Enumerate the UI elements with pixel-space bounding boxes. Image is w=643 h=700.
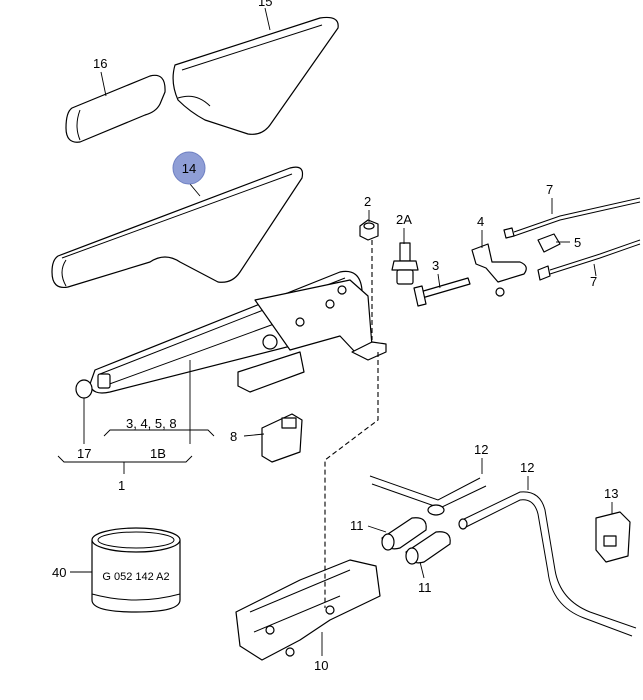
part-13-clip xyxy=(595,511,631,563)
part-16-grip xyxy=(65,74,166,143)
part-4-bracket xyxy=(471,243,527,297)
callout-40: 40 xyxy=(52,565,66,580)
callout-12-upper: 12 xyxy=(474,442,488,457)
part-7-lower-cable xyxy=(537,239,641,281)
callout-7-lower: 7 xyxy=(590,274,597,289)
leader-lines xyxy=(57,7,613,656)
callout-11-lower: 11 xyxy=(418,580,432,595)
callout-4: 4 xyxy=(477,214,484,229)
part-5-adjuster xyxy=(537,233,561,253)
callout-10: 10 xyxy=(314,658,328,673)
part-8-clip xyxy=(261,413,303,463)
callout-3-4-5-8: 3, 4, 5, 8 xyxy=(126,416,177,431)
callout-1b: 1B xyxy=(150,446,166,461)
part-11-buffer-lower xyxy=(405,531,451,565)
callout-15: 15 xyxy=(258,0,272,9)
callout-7-upper: 7 xyxy=(546,182,553,197)
part-3-bolt xyxy=(413,277,471,307)
callout-1: 1 xyxy=(118,478,125,493)
part-40-sleeve: G 052 142 A2 xyxy=(91,527,181,613)
callout-8: 8 xyxy=(230,429,237,444)
lever-assembly xyxy=(75,270,387,399)
part-14-handle xyxy=(51,166,304,289)
callout-3: 3 xyxy=(432,258,439,273)
callout-13: 13 xyxy=(604,486,618,501)
callout-2: 2 xyxy=(364,194,371,209)
callout-17: 17 xyxy=(77,446,91,461)
callout-2a: 2A xyxy=(396,212,412,227)
part-11-buffer-upper xyxy=(381,517,427,551)
callout-12-lower: 12 xyxy=(520,460,534,475)
part-2-nut xyxy=(359,219,379,241)
part-12-lower-rod xyxy=(458,491,637,637)
callout-16: 16 xyxy=(93,56,107,71)
callout-5: 5 xyxy=(574,235,581,250)
part-12-upper-rod xyxy=(369,475,487,516)
part-7-upper-cable xyxy=(503,197,641,239)
callout-14: 14 xyxy=(182,161,196,176)
callout-14-badge xyxy=(172,151,206,185)
sleeve-marking: G 052 142 A2 xyxy=(102,571,169,583)
part-2a-stud xyxy=(391,242,419,285)
callout-11-upper: 11 xyxy=(350,518,364,533)
part-15-cover xyxy=(172,16,339,135)
assembly-line-vertical xyxy=(324,352,379,608)
part-10-mount xyxy=(235,559,381,661)
